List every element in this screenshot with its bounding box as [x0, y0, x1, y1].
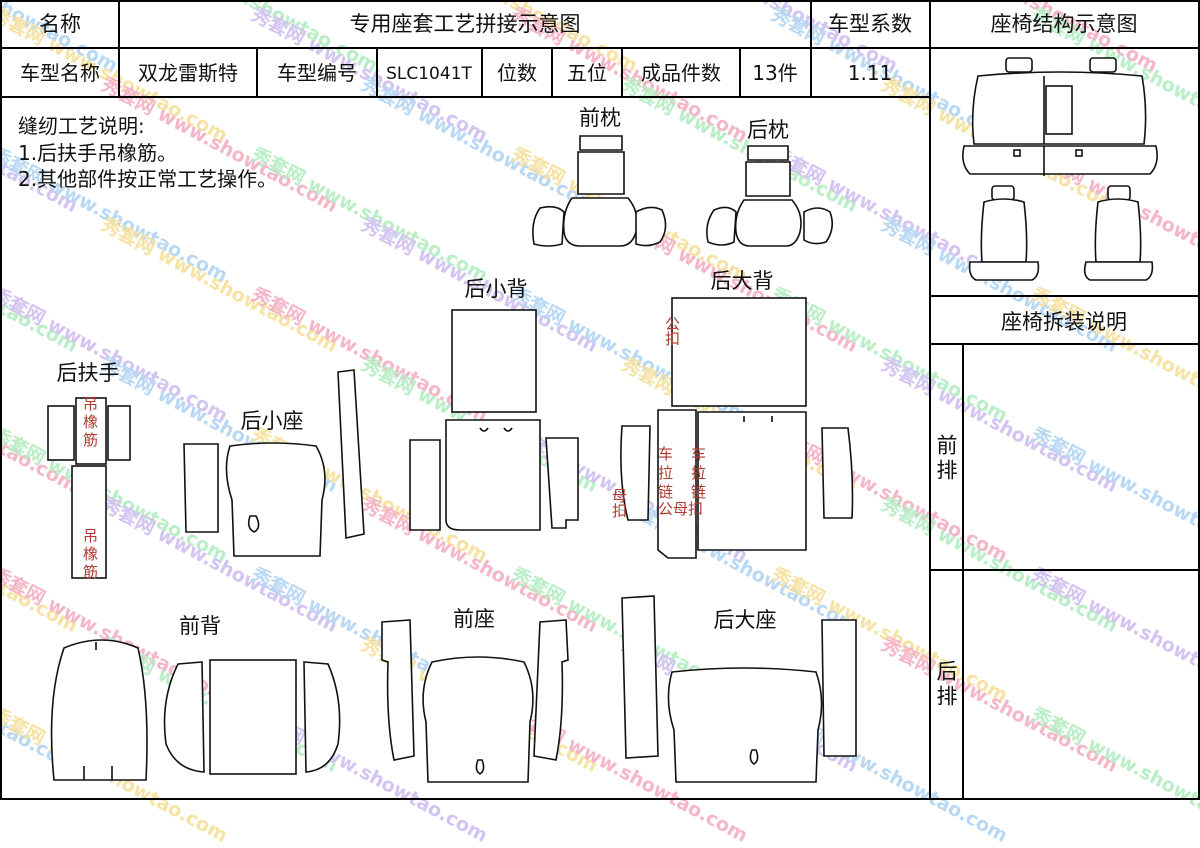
pieces-label: 成品件数	[641, 61, 721, 85]
model-no-label: 车型编号	[277, 61, 357, 85]
front-back-pattern	[50, 639, 341, 781]
big-back-male-buckle: 公扣	[663, 316, 681, 347]
front-headrest-pattern	[532, 135, 667, 247]
caption-rear-headrest: 后枕	[747, 118, 789, 142]
rear-big-seat-pattern	[621, 595, 857, 783]
coef-label: 车型系数	[828, 12, 912, 36]
front-seat-pattern	[381, 619, 569, 783]
rear-small-back-pattern	[409, 309, 579, 531]
caption-front-headrest: 前枕	[579, 106, 621, 130]
notes-heading: 缝纫工艺说明:	[18, 114, 145, 138]
table-frame	[0, 0, 1200, 800]
rear-big-back-pattern	[620, 297, 854, 559]
notes-line-1: 1.后扶手吊橡筋。	[18, 141, 177, 165]
model-name-label: 车型名称	[20, 61, 100, 85]
caption-rear-armrest: 后扶手	[57, 361, 120, 385]
seat-structure-illustration	[962, 57, 1158, 281]
male-female-buckle: 公母扣	[658, 500, 703, 518]
seats-value: 五位	[567, 61, 607, 85]
sheet-title: 专用座套工艺拼接示意图	[350, 12, 581, 36]
name-label: 名称	[39, 12, 81, 36]
caption-rear-big-back: 后大背	[711, 269, 774, 293]
front-row-label: 前排	[934, 434, 958, 484]
armrest-mark-top: 吊橡筋	[81, 396, 99, 450]
rear-small-seat-pattern	[183, 369, 365, 557]
pieces-value: 13件	[752, 61, 797, 85]
model-no-value: SLC1041T	[386, 64, 472, 84]
side-female-buckle: 母扣	[610, 488, 628, 519]
structure-label: 座椅结构示意图	[991, 12, 1138, 36]
caption-front-seat: 前座	[453, 607, 495, 631]
model-name-value: 双龙雷斯特	[138, 61, 238, 85]
caption-rear-big-seat: 后大座	[714, 608, 777, 632]
pattern-sheet: 名称 专用座套工艺拼接示意图 车型系数 座椅结构示意图 车型名称 双龙雷斯特 车…	[0, 0, 1200, 800]
caption-rear-small-seat: 后小座	[241, 409, 304, 433]
rear-row-label: 后排	[934, 660, 958, 710]
disassembly-title: 座椅拆装说明	[1001, 310, 1127, 334]
zipper-mark-right: 车拉链	[689, 446, 707, 503]
caption-front-back: 前背	[179, 614, 221, 638]
zipper-mark-left: 车拉链	[656, 446, 674, 503]
coef-value: 1.11	[848, 61, 893, 85]
caption-rear-small-back: 后小背	[465, 277, 528, 301]
seats-label: 位数	[497, 61, 537, 85]
armrest-mark-bottom: 吊橡筋	[81, 528, 99, 582]
rear-armrest-pattern	[47, 397, 131, 579]
notes-line-2: 2.其他部件按正常工艺操作。	[18, 167, 277, 191]
rear-headrest-pattern	[706, 145, 834, 247]
